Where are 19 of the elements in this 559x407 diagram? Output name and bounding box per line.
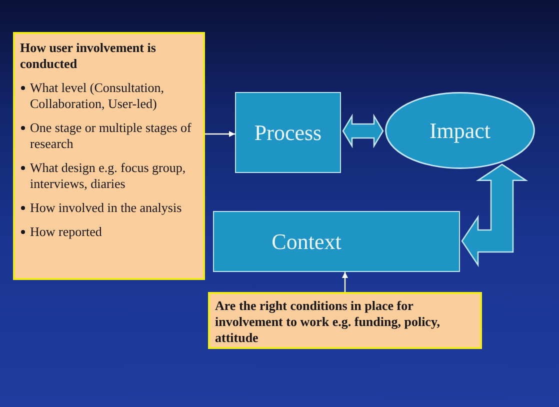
double-arrow [461, 164, 528, 268]
note-box [13, 32, 205, 280]
double-arrow [342, 114, 384, 148]
arrow [205, 131, 235, 137]
list-item: How involved in the analysis [30, 200, 182, 216]
list-item: One stage or multiple stages of research [30, 120, 192, 152]
impact-ellipse [385, 92, 535, 169]
note-heading: How user involvement is conducted [20, 40, 157, 72]
arrow [342, 272, 348, 292]
note-text: Are the right conditions in place for involvement to work e.g. funding, policy, attitude [215, 298, 441, 346]
note-box [208, 292, 482, 349]
context-box [213, 211, 460, 272]
node-label: Process [254, 120, 322, 146]
process-box [235, 92, 341, 173]
node-label: Impact [429, 118, 491, 144]
list-item: How reported [30, 224, 102, 240]
node-label: Context [272, 228, 342, 254]
list-item: What design e.g. focus group, interviews, diaries [30, 160, 187, 192]
list-item: What level (Consultation, Collaboration, User-led) [30, 80, 165, 112]
